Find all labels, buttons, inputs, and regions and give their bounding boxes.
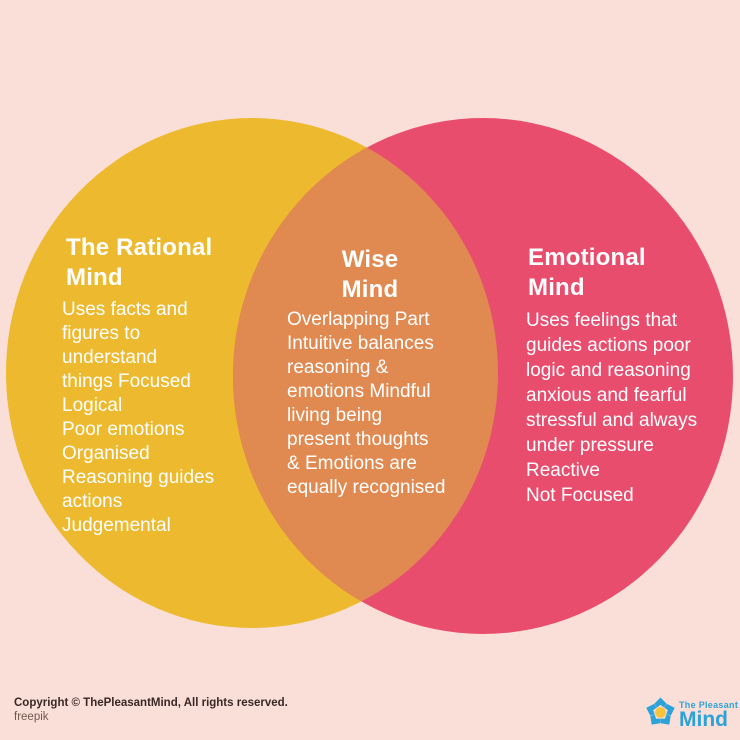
rational-mind-section: The Rational Mind Uses facts and figures… <box>62 233 277 538</box>
pleasant-mind-logo: The Pleasant Mind <box>645 697 738 730</box>
credit-text: freepik <box>14 711 49 723</box>
emotional-mind-section: Emotional Mind Uses feelings that guides… <box>526 243 731 508</box>
wise-mind-body: Overlapping Part Intuitive balances reas… <box>287 309 446 498</box>
rational-mind-title: The Rational Mind <box>66 234 213 291</box>
wise-mind-overlap <box>233 118 498 628</box>
wise-mind-title-wrap: Wise Mind <box>287 245 453 305</box>
logo-wordmark: The Pleasant Mind <box>679 697 738 730</box>
wise-mind-section: Overlapping Part Intuitive balances reas… <box>287 308 467 500</box>
wise-mind-title: Wise Mind <box>341 246 399 303</box>
emotional-mind-body: Uses feelings that guides actions poor l… <box>526 310 698 506</box>
rational-mind-body: Uses facts and figures to understand thi… <box>62 299 215 536</box>
logo-brand-top: The Pleasant <box>679 700 739 710</box>
emotional-mind-title: Emotional Mind <box>528 244 646 301</box>
flower-star-icon <box>646 697 675 725</box>
footer-credits: Copyright © ThePleasantMind, All rights … <box>14 696 288 724</box>
logo-brand-bottom: Mind <box>679 708 728 731</box>
copyright-text: Copyright © ThePleasantMind, All rights … <box>14 697 288 709</box>
